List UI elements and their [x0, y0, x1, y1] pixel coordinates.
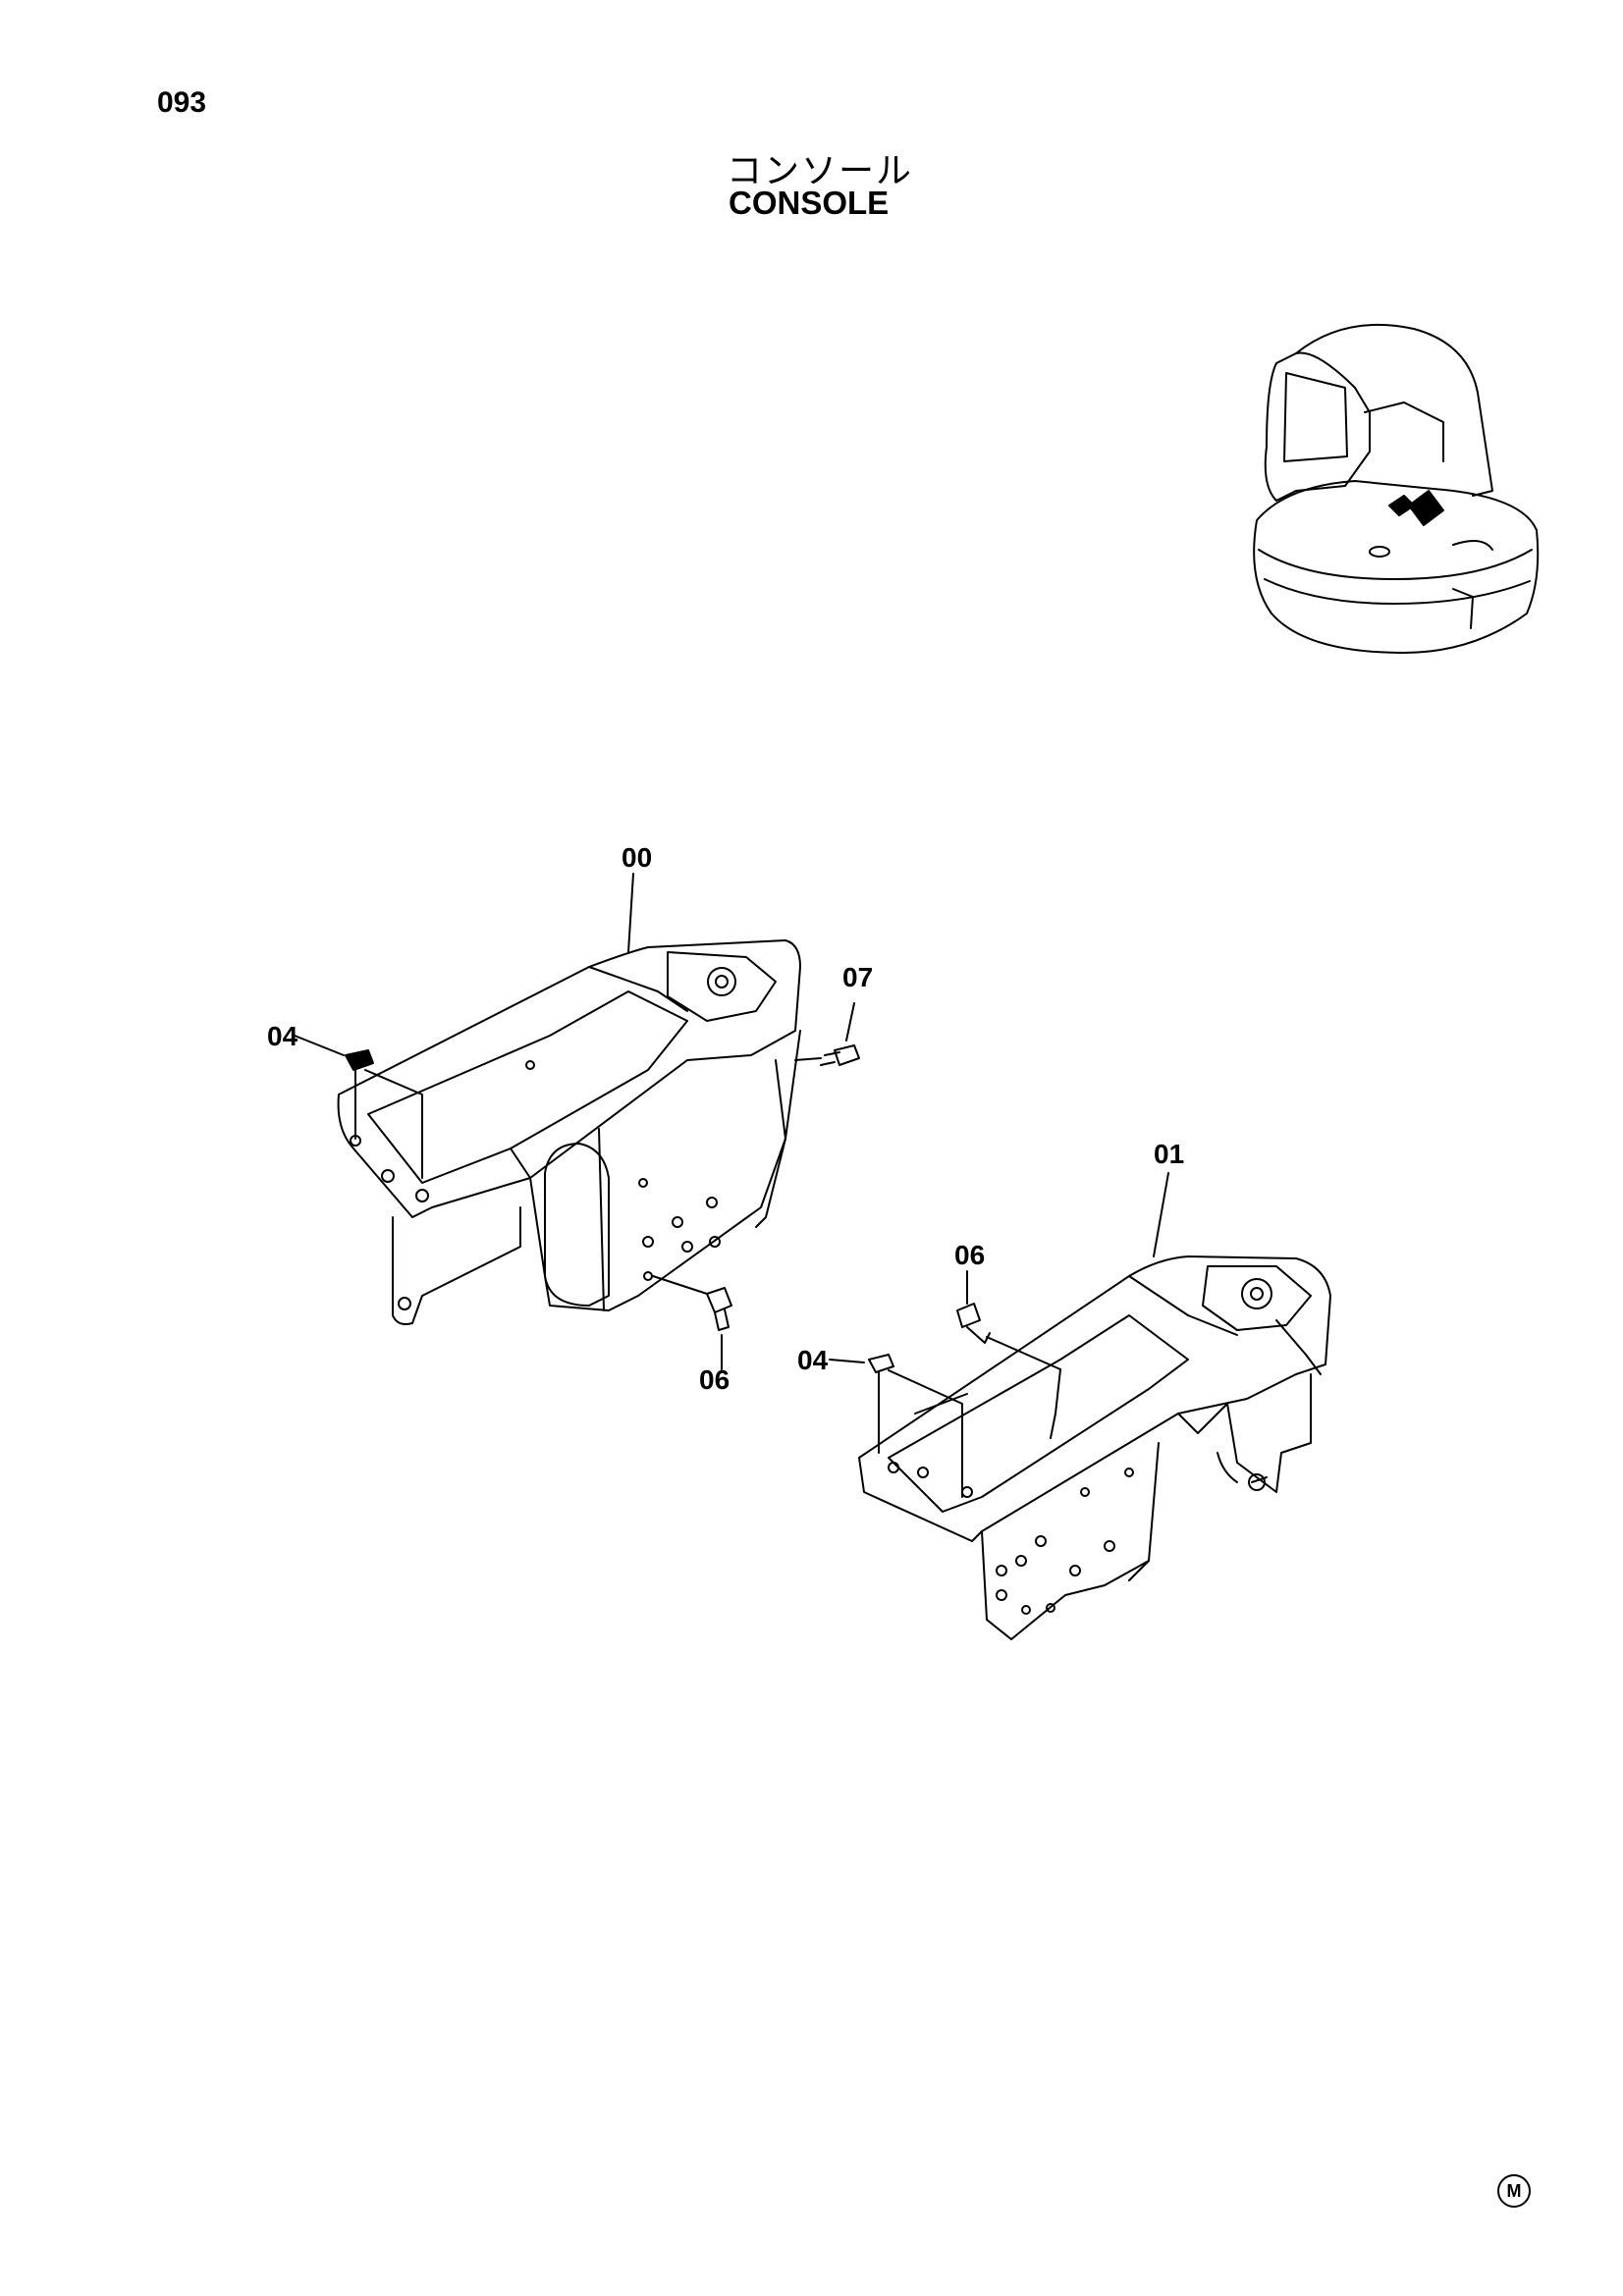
title-japanese: コンソール: [727, 151, 914, 191]
callout-01: 01: [1154, 1139, 1185, 1169]
console-left: [294, 873, 860, 1370]
callout-07: 07: [842, 962, 874, 992]
callout-06-left: 06: [699, 1364, 730, 1395]
console-right: [829, 1172, 1331, 1640]
callout-04-right: 04: [797, 1345, 829, 1375]
title-english: CONSOLE: [729, 185, 890, 221]
page-number: 093: [157, 86, 207, 119]
callout-00: 00: [622, 842, 653, 873]
callout-04-left: 04: [267, 1021, 298, 1051]
model-mark: M: [1497, 2174, 1531, 2208]
callout-06-right: 06: [954, 1240, 986, 1270]
machine-location-thumbnail: [1253, 323, 1540, 654]
